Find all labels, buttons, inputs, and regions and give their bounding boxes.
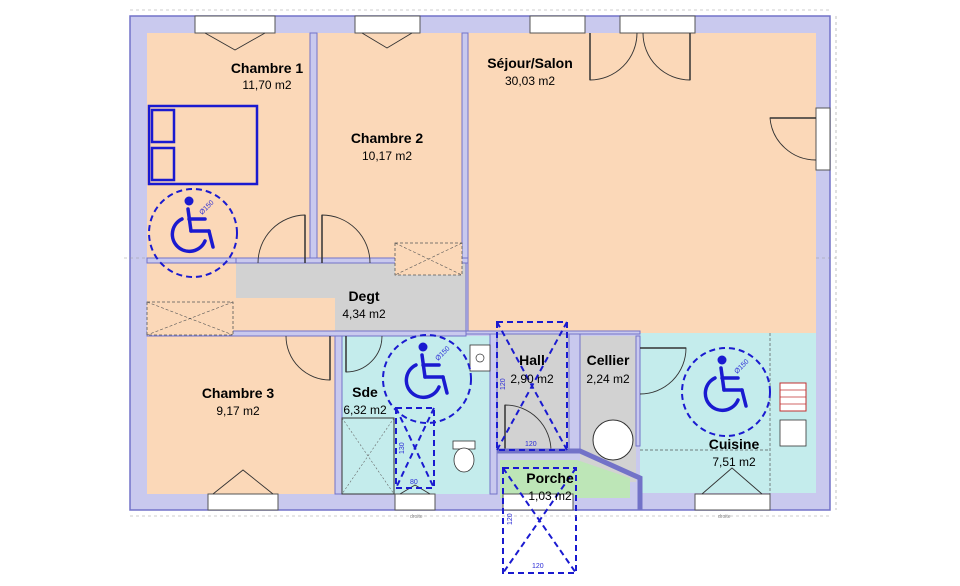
- closet-chambre-3: [146, 301, 234, 336]
- window-chevrons: [204, 32, 763, 495]
- door-leaves: [304, 33, 816, 451]
- room-name-cellier: Cellier: [587, 352, 630, 368]
- room-name-chambre-3: Chambre 3: [202, 385, 275, 401]
- room-name-sejour: Séjour/Salon: [487, 55, 573, 71]
- room-area-cellier: 2,24 m2: [586, 372, 630, 386]
- room-name-degt: Degt: [348, 288, 379, 304]
- room-area-chambre-1: 11,70 m2: [242, 78, 291, 92]
- interior-walls: [146, 32, 641, 495]
- room-hall-floor: [497, 333, 569, 451]
- room-area-cuisine: 7,51 m2: [712, 455, 756, 469]
- dim-porch-width: 120: [532, 563, 544, 570]
- wall-label-right: droite: [718, 514, 731, 520]
- room-area-degt: 4,34 m2: [342, 307, 386, 321]
- closet-chambre-2: [394, 242, 463, 276]
- room-area-sde: 6,32 m2: [343, 403, 387, 417]
- dim-hall-width: 120: [525, 441, 537, 448]
- windows: [194, 15, 831, 511]
- toilet: [452, 440, 476, 473]
- water-heater: [592, 419, 634, 461]
- door-swings: [257, 32, 817, 452]
- shower-tray: [341, 417, 395, 495]
- clearance-zones: [395, 321, 577, 574]
- double-bed: [147, 104, 259, 186]
- room-area-sejour: 30,03 m2: [505, 74, 555, 88]
- room-area-chambre-3: 9,17 m2: [216, 404, 260, 418]
- dimension-guides: [124, 9, 837, 517]
- room-chambre-2-floor: [317, 33, 462, 263]
- room-name-porche: Porche: [526, 470, 574, 486]
- room-name-chambre-2: Chambre 2: [351, 130, 424, 146]
- wheelchair-circles: [148, 188, 771, 437]
- room-name-chambre-1: Chambre 1: [231, 60, 304, 76]
- room-area-hall: 2,90 m2: [510, 372, 554, 386]
- wall-label-left: droite: [410, 514, 423, 520]
- room-name-sde: Sde: [352, 384, 378, 400]
- dim-porch-height: 120: [507, 513, 514, 525]
- room-sejour-floor: [468, 33, 816, 333]
- washbasin: [469, 344, 491, 372]
- kitchen-counter: [640, 333, 807, 494]
- room-porche-floor: [500, 460, 630, 498]
- dim-sde-width: 80: [410, 479, 418, 486]
- room-area-porche: 1,03 m2: [528, 489, 572, 503]
- porch-wall: [497, 448, 643, 510]
- dim-sde-height: 130: [399, 442, 406, 454]
- wheelchair-icon-sde: [404, 342, 449, 400]
- room-name-hall: Hall: [519, 352, 545, 368]
- wheelchair-icon-chambre-1: [170, 196, 215, 254]
- room-cuisine-floor: [640, 333, 816, 493]
- room-name-cuisine: Cuisine: [709, 436, 760, 452]
- room-area-chambre-2: 10,17 m2: [362, 149, 412, 163]
- wheelchair-icon-cuisine: [703, 355, 748, 413]
- dim-hall-height: 120: [500, 378, 507, 390]
